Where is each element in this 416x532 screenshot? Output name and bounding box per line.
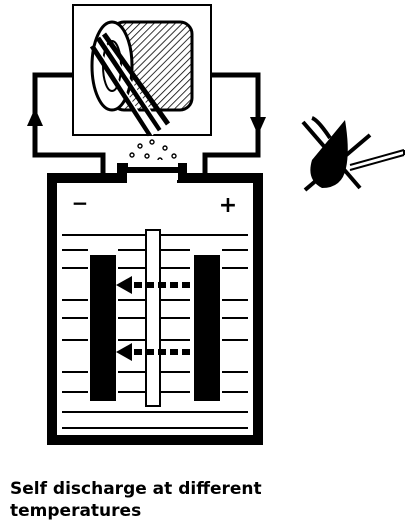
- motor-icon: [72, 4, 212, 137]
- positive-terminal-sign: +: [219, 193, 237, 218]
- self-discharge-arrows: [116, 276, 190, 361]
- up-arrow-icon: [27, 108, 43, 126]
- left-arrow-icon: [116, 276, 132, 294]
- down-arrow-icon: [250, 117, 266, 135]
- figure-caption: Self discharge at different temperatures: [10, 479, 262, 521]
- negative-electrode: [90, 255, 116, 401]
- negative-terminal-sign: −: [72, 191, 89, 215]
- left-arrow-icon: [116, 343, 132, 361]
- separator: [145, 229, 161, 407]
- positive-electrode: [194, 255, 220, 401]
- battery-self-discharge-diagram: − +: [27, 4, 405, 445]
- crossed-out-flame-icon: [301, 116, 405, 192]
